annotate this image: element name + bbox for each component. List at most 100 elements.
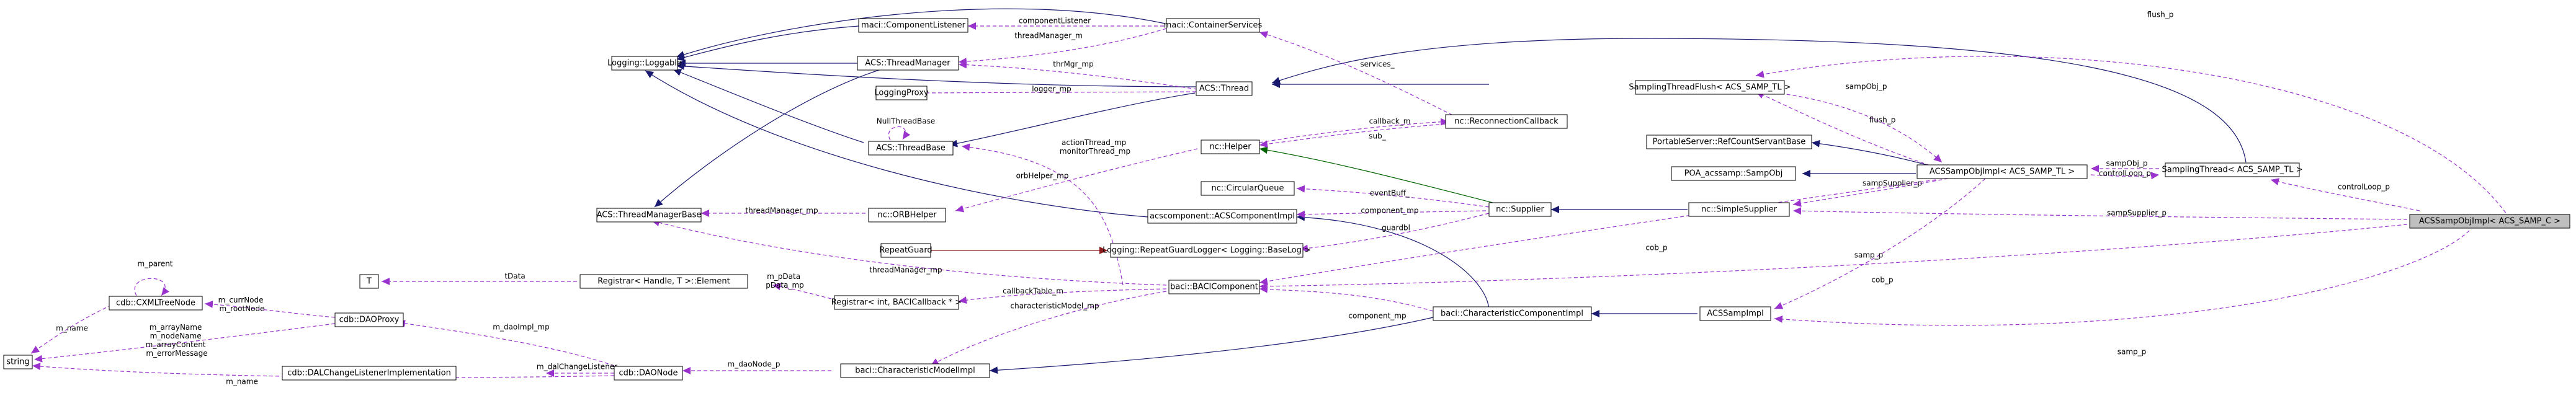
node-nc-simple-supplier[interactable]: nc::SimpleSupplier <box>1688 202 1790 217</box>
label-services: services_ <box>1360 60 1395 69</box>
node-baci-char-model-impl[interactable]: baci::CharacteristicModelImpl <box>840 363 990 378</box>
node-acs-samp-obj-impl[interactable]: ACSSampObjImpl< ACS_SAMP_TL > <box>1916 164 2088 179</box>
svg-text:Logging::RepeatGuardLogger< Lo: Logging::RepeatGuardLogger< Logging::Bas… <box>1102 246 1311 255</box>
label-thread-manager-m: threadManager_m <box>1014 32 1083 40</box>
edge-use-cob-a <box>1259 179 1936 285</box>
svg-text:cdb::DAOProxy: cdb::DAOProxy <box>339 316 400 325</box>
edge-use-helper-callback <box>1259 118 1449 143</box>
node-cdb-dao-proxy[interactable]: cdb::DAOProxy <box>334 312 404 327</box>
node-acs-samp-obj-impl-c[interactable]: ACSSampObjImpl< ACS_SAMP_C > <box>2409 214 2570 229</box>
svg-text:acscomponent::ACSComponentImpl: acscomponent::ACSComponentImpl <box>1150 212 1295 221</box>
edge-use-supplier-acscomponent <box>1296 210 1487 218</box>
node-baci-char-comp-impl[interactable]: baci::CharacteristicComponentImpl <box>1433 306 1592 321</box>
svg-text:Registrar< Handle, T >::Elemen: Registrar< Handle, T >::Element <box>597 277 730 286</box>
label-control-loop-p-a: controlLoop_p <box>2099 169 2151 178</box>
svg-text:cdb::CXMLTreeNode: cdb::CXMLTreeNode <box>116 299 195 308</box>
label-m-parent: m_parent <box>137 260 172 268</box>
edge-inherit-threadbase-loggable <box>673 69 864 143</box>
label-array-name-line3: m_arrayContent <box>146 340 206 349</box>
node-sampling-thread[interactable]: SamplingThread< ACS_SAMP_TL > <box>2162 162 2303 177</box>
node-logging-loggable[interactable]: Logging::Loggable <box>607 56 682 71</box>
node-maci-container-services[interactable]: maci::ContainerServices <box>1164 18 1263 33</box>
edge-use-charcomp-component <box>1259 285 1434 312</box>
edge-use-controlloop <box>2270 178 2420 211</box>
label-logger-mp: logger_mp <box>1032 85 1071 94</box>
label-array-name: m_arrayName m_nodeName m_arrayContent m_… <box>146 323 208 358</box>
label-dao-node-p: m_daoNode_p <box>728 360 780 369</box>
label-component-mp-a: component_mp <box>1361 206 1418 215</box>
nodes: maci::ContainerServices maci::ComponentL… <box>3 18 2570 381</box>
edge-use-sampsupplier-b <box>1792 207 2408 220</box>
svg-text:SamplingThreadFlush< ACS_SAMP_: SamplingThreadFlush< ACS_SAMP_TL > <box>1629 83 1791 92</box>
node-acs-thread[interactable]: ACS::Thread <box>1196 81 1253 96</box>
label-dao-impl-mp: m_daoImpl_mp <box>493 323 550 332</box>
edge-use-registrar-pdata <box>772 283 832 299</box>
node-cdb-dal-change[interactable]: cdb::DALChangeListenerImplementation <box>282 366 457 381</box>
svg-text:nc::ORBHelper: nc::ORBHelper <box>877 211 937 220</box>
node-sampling-thread-flush[interactable]: SamplingThreadFlush< ACS_SAMP_TL > <box>1629 80 1791 95</box>
node-acs-samp-impl[interactable]: ACSSampImpl <box>1699 306 1771 321</box>
edge-use-cob-b <box>1259 224 2408 290</box>
node-repeat-guard-logger[interactable]: Logging::RepeatGuardLogger< Logging::Bas… <box>1102 243 1311 258</box>
svg-text:baci::CharacteristicComponentI: baci::CharacteristicComponentImpl <box>1441 309 1583 319</box>
node-string[interactable]: string <box>3 355 33 369</box>
node-portable-server[interactable]: PortableServer::RefCountServantBase <box>1646 135 1812 149</box>
svg-text:T: T <box>366 277 372 286</box>
node-acs-thread-manager-base[interactable]: ACS::ThreadManagerBase <box>596 208 702 223</box>
edge-use-thread-threadmanager <box>958 61 1198 90</box>
label-array-name-line1: m_arrayName <box>150 323 202 332</box>
label-array-name-line2: m_nodeName <box>150 332 202 340</box>
edge-inherit-charcompimpl-charmodel <box>989 317 1434 374</box>
svg-text:baci::BACIComponent: baci::BACIComponent <box>1170 283 1258 292</box>
node-nc-reconnection-callback[interactable]: nc::ReconnectionCallback <box>1445 114 1568 129</box>
node-registrar-int[interactable]: Registrar< int, BACICallback * > <box>831 295 962 310</box>
edge-inherit-component-listener-loggable <box>676 25 859 61</box>
label-control-loop-p-b: controlLoop_p <box>2338 183 2390 192</box>
node-nc-orb-helper[interactable]: nc::ORBHelper <box>868 208 946 223</box>
edge-inherit-thread-loggable <box>676 62 1197 87</box>
edge-inherit-charcompimpl-acscomponent <box>1296 213 1490 312</box>
node-nc-helper[interactable]: nc::Helper <box>1201 139 1260 154</box>
node-acscomponent-impl[interactable]: acscomponent::ACSComponentImpl <box>1147 209 1297 224</box>
svg-text:ACSSampObjImpl< ACS_SAMP_C >: ACSSampObjImpl< ACS_SAMP_C > <box>2419 217 2560 226</box>
node-cdb-cxml-tree-node[interactable]: cdb::CXMLTreeNode <box>109 296 203 311</box>
node-acs-thread-manager[interactable]: ACS::ThreadManager <box>857 56 959 71</box>
node-repeat-guard[interactable]: RepeatGuard <box>879 243 932 258</box>
svg-text:ACSSampImpl: ACSSampImpl <box>1707 309 1764 319</box>
edge-green-supplier-helper <box>1259 146 1496 204</box>
node-baci-component[interactable]: baci::BACIComponent <box>1168 280 1260 294</box>
edge-use-cxml-self <box>134 278 169 296</box>
edge-use-flush-top <box>1755 56 2513 224</box>
label-cob-p-a: cob_p <box>1645 244 1667 252</box>
label-p-data: m_pData pData_mp <box>766 272 804 289</box>
edge-use-supplier-guardbl <box>1299 213 1490 252</box>
edge-use-supplier-sub <box>1259 123 1446 148</box>
svg-text:PortableServer::RefCountServan: PortableServer::RefCountServantBase <box>1653 138 1806 147</box>
edge-use-reconnection-container <box>1259 31 1459 118</box>
edge-inherit-thread-threadbase <box>949 92 1196 148</box>
label-name-b: m_name <box>226 378 258 386</box>
node-poa-acssamp[interactable]: POA_acssamp::SampObj <box>1671 166 1796 181</box>
edge-inherit-samplingthread-thread <box>1271 38 2247 163</box>
label-thread-manager-mp-b: threadManager_mp <box>869 266 942 275</box>
label-sub: sub_ <box>1369 132 1386 141</box>
node-nc-supplier[interactable]: nc::Supplier <box>1488 202 1552 217</box>
label-cob-p-b: cob_p <box>1871 276 1893 285</box>
node-logging-proxy[interactable]: LoggingProxy <box>874 86 929 100</box>
label-event-buff: eventBuff_ <box>1370 189 1410 198</box>
svg-text:nc::CircularQueue: nc::CircularQueue <box>1212 184 1284 193</box>
edge-use-helper-orbhelper <box>955 148 1198 213</box>
label-samp-supplier-p-a: sampSupplier_p <box>1863 179 1922 188</box>
edge-use-supplier-circularqueue <box>1296 185 1490 208</box>
edge-use-samplingthread-sampobj <box>2090 172 2160 180</box>
edge-labels: componentListener threadManager_m thrMgr… <box>56 11 2390 386</box>
node-registrar-handle[interactable]: Registrar< Handle, T >::Element <box>579 274 748 289</box>
node-nc-circular-queue[interactable]: nc::CircularQueue <box>1201 181 1295 196</box>
node-acs-thread-base[interactable]: ACS::ThreadBase <box>868 141 954 156</box>
node-cdb-dao-node[interactable]: cdb::DAONode <box>614 366 683 381</box>
svg-text:maci::ContainerServices: maci::ContainerServices <box>1164 21 1263 30</box>
node-t[interactable]: T <box>359 274 379 289</box>
node-maci-component-listener[interactable]: maci::ComponentListener <box>858 18 968 33</box>
svg-text:ACS::ThreadBase: ACS::ThreadBase <box>876 144 946 153</box>
